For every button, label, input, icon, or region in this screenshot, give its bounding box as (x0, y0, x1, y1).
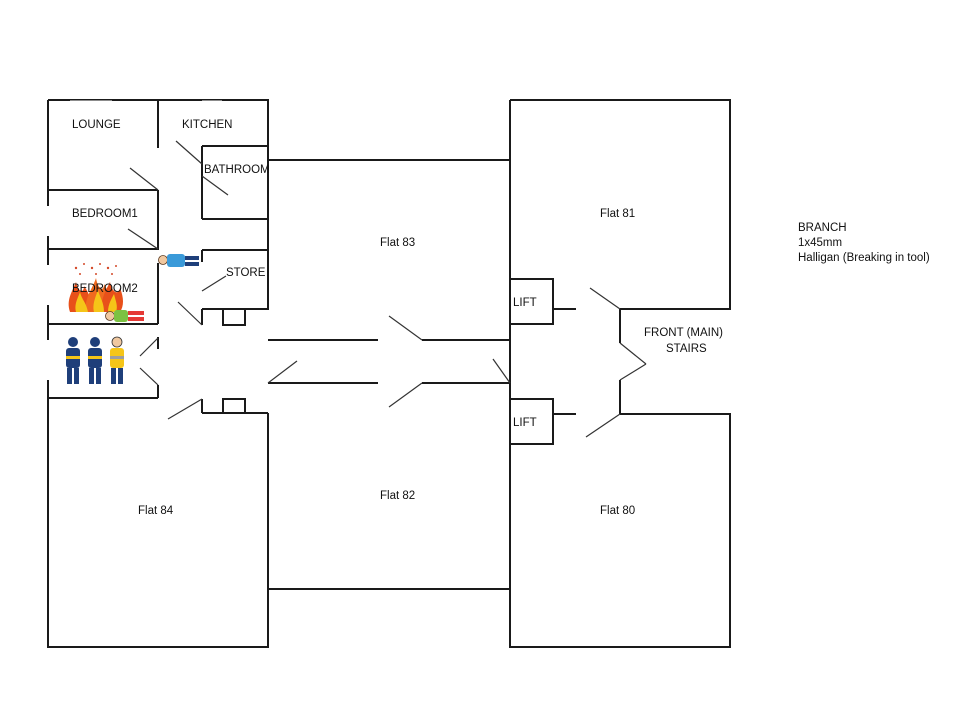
casualty-icon (105, 310, 144, 322)
fire-icon (68, 263, 123, 312)
equipment-branch: BRANCH (798, 222, 847, 234)
label-bathroom: BATHROOM (204, 164, 270, 176)
label-flat-80: Flat 80 (600, 505, 635, 517)
label-bedroom1: BEDROOM1 (72, 208, 138, 220)
firefighter-icon (66, 337, 80, 384)
flat-81-walls (509, 99, 731, 383)
label-lift-lower: LIFT (513, 417, 537, 429)
label-store: STORE (226, 267, 266, 279)
label-stairs-line2: STAIRS (666, 343, 707, 355)
label-bedroom2: BEDROOM2 (72, 283, 138, 295)
equipment-notes: BRANCH 1x45mm Halligan (Breaking in tool… (798, 221, 930, 266)
doors (127, 140, 647, 438)
casualty-icon (158, 254, 199, 267)
flat-84-walls (47, 99, 269, 648)
label-flat-84: Flat 84 (138, 505, 174, 517)
equipment-tool: Halligan (Breaking in tool) (798, 252, 930, 264)
firefighter-icon (88, 337, 102, 384)
lift-lower (510, 398, 576, 445)
label-lift-upper: LIFT (513, 297, 537, 309)
equipment-hose: 1x45mm (798, 237, 843, 249)
label-flat-82: Flat 82 (380, 490, 415, 502)
label-kitchen: KITCHEN (182, 119, 232, 131)
windows (46, 100, 222, 380)
label-stairs-line1: FRONT (MAIN) (644, 327, 723, 339)
flat-80-walls (509, 383, 731, 648)
label-flat-83: Flat 83 (380, 237, 415, 249)
label-lounge: LOUNGE (72, 119, 121, 131)
firefighter-icon (110, 336, 124, 384)
label-flat-81: Flat 81 (600, 208, 635, 220)
lift-upper (510, 278, 576, 325)
flat-83-walls (268, 159, 510, 341)
flat-82-walls (268, 382, 510, 590)
